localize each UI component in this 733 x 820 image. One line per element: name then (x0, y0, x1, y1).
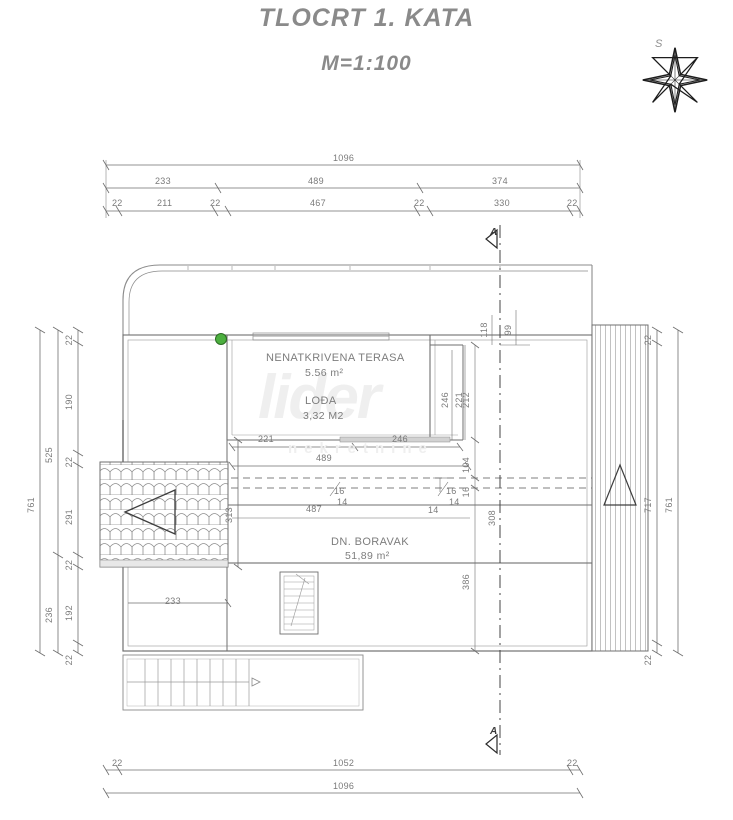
dim-interior-246-vert: 246 (440, 392, 450, 408)
dim-top-inner-330: 330 (494, 198, 510, 208)
dim-right-22b: 22 (643, 654, 653, 666)
dim-opening-2-width: 16 (446, 486, 457, 496)
section-marker-a-bottom: A (490, 726, 498, 737)
dim-bottom-22b: 22 (567, 758, 578, 768)
scale-label: M=1:100 (321, 52, 412, 75)
dim-interior-118: 118 (479, 322, 489, 338)
dim-opening-3-depth: 14 (428, 505, 439, 515)
dim-left-inner-22b: 22 (64, 456, 74, 468)
dim-left-inner-22c: 22 (64, 559, 74, 571)
dim-interior-99: 99 (503, 324, 513, 336)
dim-opening-1-depth: 14 (337, 497, 348, 507)
green-point-marker (215, 333, 227, 345)
dim-top-inner-22d: 22 (567, 198, 578, 208)
room-label-loggia: LOĐA (305, 395, 337, 407)
dim-interior-489: 489 (316, 453, 332, 463)
dim-opening-2-depth: 14 (449, 497, 460, 507)
dim-left-inner-192: 192 (64, 605, 74, 621)
dim-interior-16: 16 (461, 486, 471, 498)
dim-left-inner-22d: 22 (64, 654, 74, 666)
dim-bottom-total: 1096 (333, 781, 355, 791)
dim-top-489: 489 (308, 176, 324, 186)
dim-left-inner-190: 190 (64, 394, 74, 410)
dim-top-233: 233 (155, 176, 171, 186)
dim-interior-233: 233 (165, 596, 181, 606)
dim-top-inner-22c: 22 (414, 198, 425, 208)
dim-right-22a: 22 (643, 334, 653, 346)
dim-left-inner-22a: 22 (64, 334, 74, 346)
room-label-terrace: NENATKRIVENA TERASA (266, 352, 405, 364)
compass-rose-icon (640, 45, 710, 115)
room-area-loggia: 3,32 M2 (303, 410, 344, 422)
dim-bottom-22a: 22 (112, 758, 123, 768)
dim-interior-313: 313 (224, 507, 234, 523)
dim-interior-246: 246 (392, 434, 408, 444)
section-marker-a-top: A (490, 227, 498, 238)
dim-opening-1-width: 16 (334, 486, 345, 496)
dim-right-761: 761 (664, 497, 674, 513)
dim-interior-104: 104 (461, 457, 471, 473)
dim-left-525: 525 (44, 447, 54, 463)
watermark-subtitle: nekretnine (288, 440, 434, 457)
dim-left-inner-291: 291 (64, 509, 74, 525)
compass-direction-label: S (655, 38, 663, 50)
dim-top-inner-22a: 22 (112, 198, 123, 208)
room-label-living: DN. BORAVAK (331, 536, 409, 548)
dim-top-374: 374 (492, 176, 508, 186)
dim-interior-221: 221 (258, 434, 274, 444)
dim-top-total: 1096 (333, 153, 355, 163)
dim-interior-221-vert: 221 (454, 392, 464, 408)
watermark-brand: lider (258, 363, 381, 432)
dim-bottom-1052: 1052 (333, 758, 355, 768)
dim-interior-386: 386 (461, 574, 471, 590)
dim-left-236: 236 (44, 607, 54, 623)
dim-right-717: 717 (643, 497, 653, 513)
page-title: TLOCRT 1. KATA (258, 4, 475, 32)
dim-interior-308: 308 (487, 510, 497, 526)
dim-top-inner-22b: 22 (210, 198, 221, 208)
room-area-terrace: 5.56 m² (305, 367, 344, 379)
dim-left-761: 761 (26, 497, 36, 513)
dim-top-inner-211: 211 (157, 198, 173, 208)
room-area-living: 51,89 m² (345, 550, 390, 562)
dim-top-inner-467: 467 (310, 198, 326, 208)
dim-interior-487: 487 (306, 504, 322, 514)
